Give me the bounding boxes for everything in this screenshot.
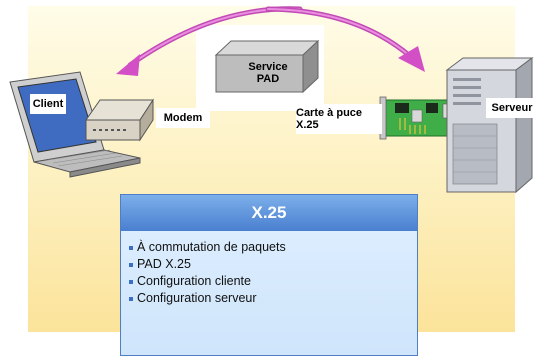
- pad-device-icon: [214, 39, 320, 94]
- pad-label-line-1: Service: [248, 61, 288, 73]
- card-label: Carte à puce X.25: [296, 104, 382, 134]
- x25-panel-title: X.25: [121, 195, 417, 231]
- list-item-text: Configuration cliente: [137, 274, 251, 288]
- card-label-line-2: X.25: [296, 119, 319, 131]
- server-icon: [445, 57, 534, 194]
- list-item-text: Configuration serveur: [137, 291, 257, 305]
- pad-label-line-2: PAD: [256, 73, 280, 85]
- laptop-icon: [9, 71, 141, 178]
- modem-label: Modem: [156, 108, 210, 128]
- list-item: À commutation de paquets: [129, 239, 286, 256]
- bullet-icon: [129, 279, 133, 284]
- connection-arrows: [116, 6, 425, 76]
- modem-icon: [85, 98, 154, 142]
- x25-feature-list: À commutation de paquets PAD X.25 Config…: [129, 239, 286, 307]
- list-item-text: PAD X.25: [137, 257, 191, 271]
- card-label-line-1: Carte à puce: [296, 107, 363, 119]
- bullet-icon: [129, 262, 133, 267]
- x25-panel: X.25 À commutation de paquets PAD X.25 C…: [120, 194, 418, 356]
- bullet-icon: [129, 296, 133, 301]
- server-label: Serveur: [486, 98, 538, 118]
- list-item: PAD X.25: [129, 256, 286, 273]
- client-label: Client: [30, 94, 66, 114]
- list-item-text: À commutation de paquets: [137, 240, 286, 254]
- bullet-icon: [129, 245, 133, 250]
- list-item: Configuration cliente: [129, 273, 286, 290]
- pad-service-label: Service PAD: [228, 61, 308, 85]
- list-item: Configuration serveur: [129, 290, 286, 307]
